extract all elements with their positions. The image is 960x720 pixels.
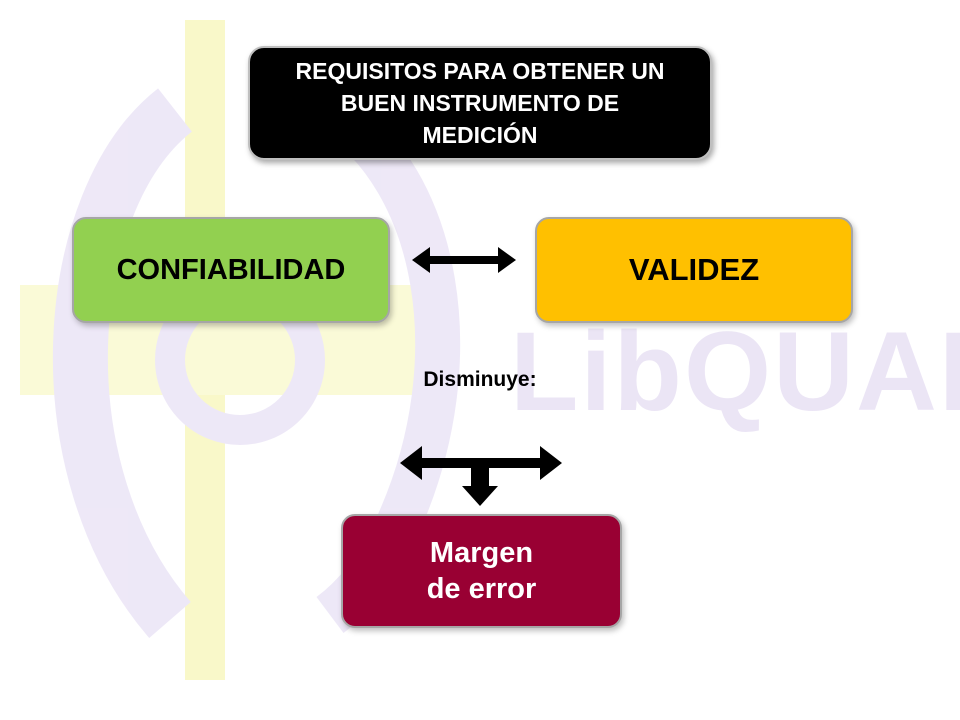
- watermark-arc-outer: [52, 88, 193, 638]
- double-arrow-icon: [412, 247, 516, 273]
- margen-error-box: Margen de error: [341, 514, 622, 628]
- margen-label-line-2: de error: [426, 573, 537, 605]
- validez-label: VALIDEZ: [628, 252, 760, 287]
- title-line-1: REQUISITOS PARA OBTENER UN: [295, 58, 665, 84]
- watermark-yellow-bar: [185, 20, 225, 680]
- title-box: REQUISITOS PARA OBTENER UN BUEN INSTRUME…: [248, 46, 712, 160]
- connector-label: Disminuye:: [423, 368, 537, 391]
- title-text: REQUISITOS PARA OBTENER UN BUEN INSTRUME…: [296, 55, 665, 151]
- title-line-2: BUEN INSTRUMENTO DE: [340, 90, 620, 116]
- confiabilidad-box: CONFIABILIDAD: [72, 217, 390, 323]
- title-line-3: MEDICIÓN: [422, 122, 538, 148]
- watermark-text: LibQUAL+: [510, 309, 960, 434]
- t-arrow-icon: [400, 446, 562, 506]
- confiabilidad-label: CONFIABILIDAD: [116, 253, 346, 286]
- margen-label-line-1: Margen: [429, 537, 534, 569]
- validez-box: VALIDEZ: [535, 217, 853, 323]
